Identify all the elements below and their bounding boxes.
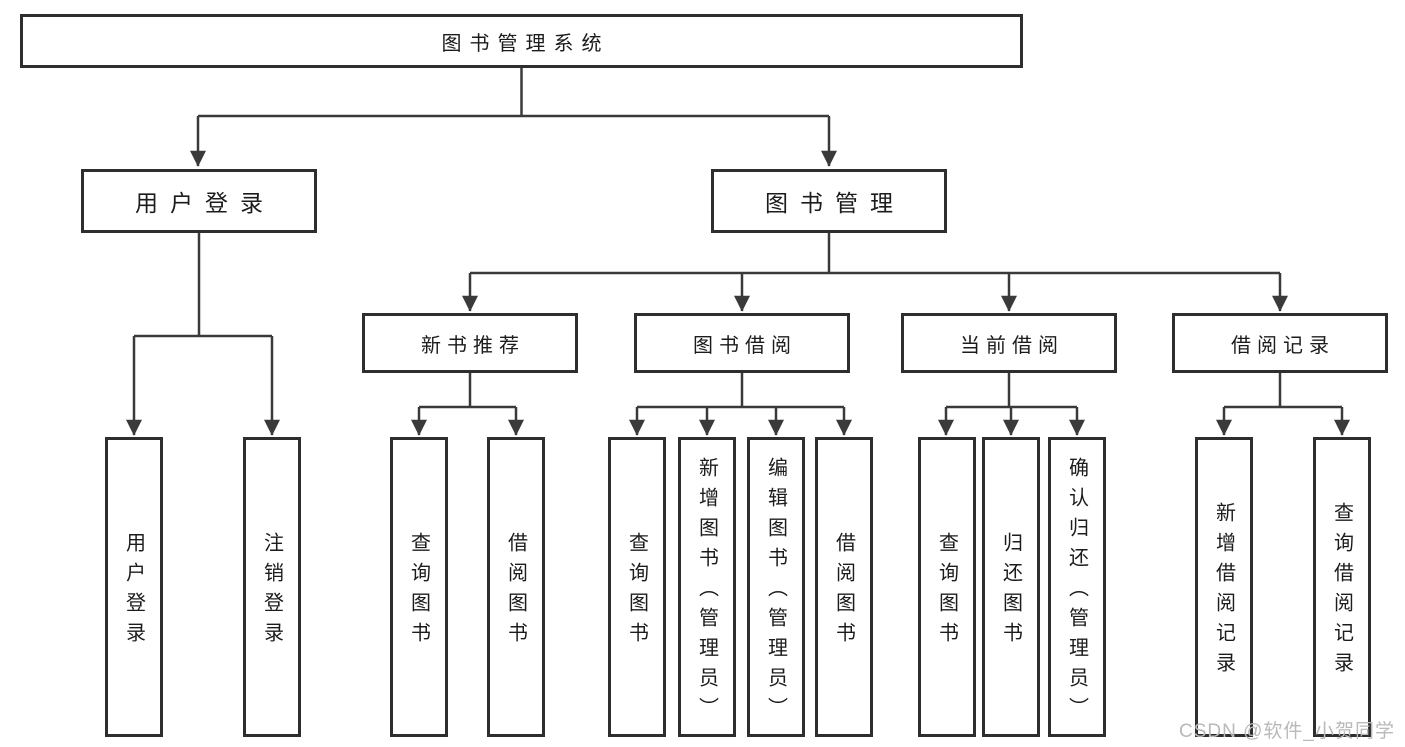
leaf-borrow-books-1: 借阅图书 — [487, 437, 545, 737]
leaf-label: 编辑图书（管理员） — [764, 457, 787, 727]
node-book-borrow: 图书借阅 — [634, 313, 850, 373]
leaf-logout: 注销登录 — [243, 437, 301, 737]
leaf-user-login: 用户登录 — [105, 437, 163, 737]
leaf-label: 注销登录 — [260, 532, 283, 652]
leaf-label: 用户登录 — [122, 532, 145, 652]
leaf-label: 查询图书 — [407, 532, 430, 652]
node-book-management: 图书管理 — [711, 169, 947, 233]
connector-root-to-level2 — [190, 68, 837, 167]
leaf-label: 查询图书 — [625, 532, 648, 652]
node-label: 当前借阅 — [960, 334, 1064, 357]
node-library-system-root: 图书管理系统 — [20, 14, 1023, 68]
node-label: 图书管理 — [765, 190, 905, 216]
leaf-label: 归还图书 — [999, 532, 1022, 652]
leaf-label: 借阅图书 — [504, 532, 527, 652]
leaf-label: 新增图书（管理员） — [695, 457, 718, 727]
leaf-query-borrow-record: 查询借阅记录 — [1313, 437, 1371, 737]
node-label: 借阅记录 — [1231, 334, 1335, 357]
node-current-borrow: 当前借阅 — [901, 313, 1117, 373]
leaf-add-borrow-record: 新增借阅记录 — [1195, 437, 1253, 737]
leaf-query-books-3: 查询图书 — [918, 437, 976, 737]
leaf-edit-book-admin: 编辑图书（管理员） — [747, 437, 805, 737]
leaf-label: 新增借阅记录 — [1212, 502, 1235, 682]
leaf-add-book-admin: 新增图书（管理员） — [678, 437, 736, 737]
leaf-label: 确认归还（管理员） — [1065, 457, 1088, 727]
connector-book-borrow-children — [629, 373, 852, 436]
connector-borrow-records-children — [1216, 373, 1350, 436]
leaf-label: 借阅图书 — [832, 532, 855, 652]
node-label: 新书推荐 — [421, 334, 525, 357]
leaf-confirm-return-admin: 确认归还（管理员） — [1048, 437, 1106, 737]
node-label: 图书管理系统 — [441, 32, 610, 55]
connector-new-book-children — [411, 373, 524, 436]
connector-current-borrow-children — [938, 373, 1085, 436]
node-new-book-recommend: 新书推荐 — [362, 313, 578, 373]
node-borrow-records: 借阅记录 — [1172, 313, 1388, 373]
node-label: 图书借阅 — [693, 334, 797, 357]
leaf-label: 查询图书 — [935, 532, 958, 652]
node-user-login: 用户登录 — [81, 169, 317, 233]
leaf-borrow-books-2: 借阅图书 — [815, 437, 873, 737]
connector-user-login-children — [126, 233, 280, 436]
leaf-query-books-2: 查询图书 — [608, 437, 666, 737]
connector-book-mgmt-to-level3 — [462, 233, 1288, 312]
leaf-label: 查询借阅记录 — [1330, 502, 1353, 682]
leaf-query-books-1: 查询图书 — [390, 437, 448, 737]
leaf-return-book: 归还图书 — [982, 437, 1040, 737]
node-label: 用户登录 — [135, 190, 275, 216]
